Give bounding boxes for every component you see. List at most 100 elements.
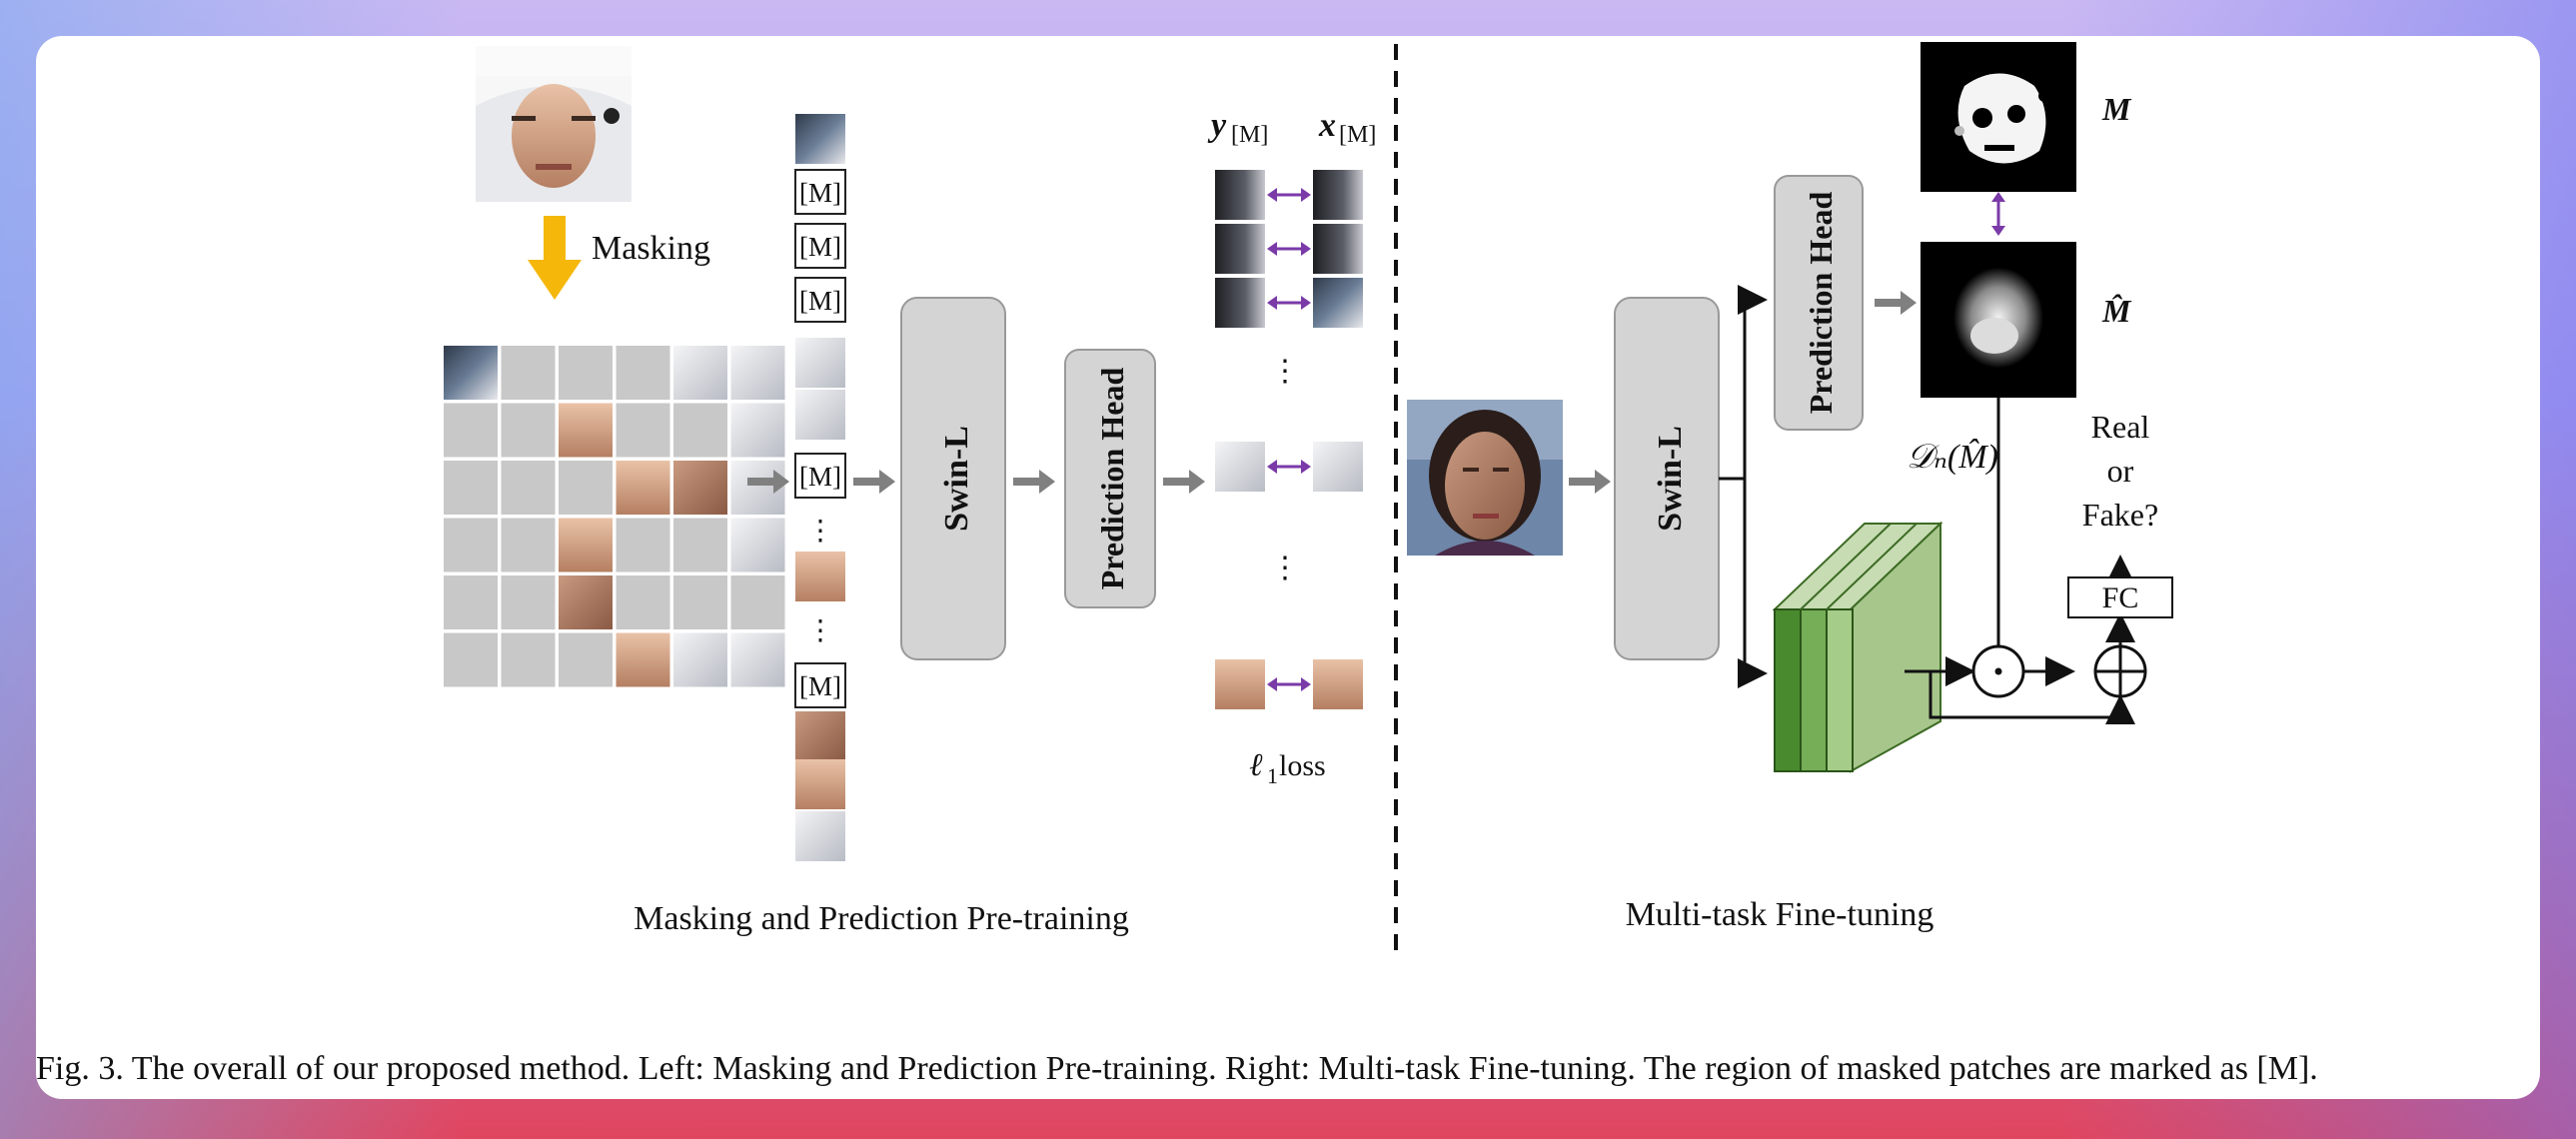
image-patch: [795, 811, 845, 861]
masked-patch: [616, 518, 670, 572]
masking-label: Masking: [592, 230, 710, 267]
target-patch: [1313, 278, 1363, 328]
arrow-swin-to-head: [1013, 470, 1055, 494]
swin-l-label-pretrain: Swin-L: [938, 426, 975, 532]
ground-truth-mask-image: [1921, 42, 2076, 192]
mask-comparison-arrow: [1991, 192, 2005, 236]
visible-patch: [559, 518, 613, 572]
swin-l-label-finetune: Swin-L: [1652, 426, 1689, 532]
masked-patch: [616, 346, 670, 400]
svg-text:y: y: [1207, 107, 1227, 144]
visible-patch: [673, 632, 727, 687]
svg-text:loss: loss: [1279, 749, 1326, 782]
left-section-title: Masking and Prediction Pre-training: [634, 900, 1129, 937]
mask-token-box: [M]: [794, 169, 846, 215]
svg-text:Real: Real: [2091, 409, 2150, 445]
real-or-fake-label: Real or Fake?: [2082, 409, 2158, 533]
prediction-head-label-pretrain: Prediction Head: [1094, 368, 1130, 590]
predicted-patch: [1215, 278, 1265, 328]
masked-patch: [444, 632, 498, 687]
figure-card: Masking [M] [M] [M] [M] ⋮ ⋮ [M] Swin-L Predict…: [36, 36, 2540, 1099]
arrow-column-to-swin: [853, 470, 895, 494]
patch-sequence-column: [M][M][M][M]⋮⋮[M]: [794, 114, 846, 861]
visible-patch: [616, 461, 670, 515]
prediction-head-label-finetune: Prediction Head: [1803, 192, 1839, 415]
masked-patch: [501, 518, 556, 572]
pairs-ellipsis-1: ⋮: [1270, 355, 1300, 388]
masked-patch: [444, 461, 498, 515]
masked-patch: [444, 403, 498, 458]
figure-caption: Fig. 3. The overall of our proposed meth…: [36, 1050, 2318, 1087]
masked-patch: [616, 403, 670, 458]
mask-token-box: [M]: [794, 223, 846, 269]
masked-patch: [559, 346, 613, 400]
prediction-head-finetune: Prediction Head: [1774, 175, 1864, 431]
svg-text:[M]: [M]: [799, 232, 841, 262]
image-patch: [795, 711, 845, 761]
pairs-ellipsis-2: ⋮: [1270, 552, 1300, 584]
x-masked-label: x [M]: [1318, 107, 1376, 148]
y-masked-label: y [M]: [1207, 107, 1268, 148]
visible-patch: [559, 403, 613, 458]
pred-target-pair: [1215, 442, 1363, 492]
svg-text:x: x: [1318, 107, 1336, 144]
pred-target-pair: [1215, 170, 1363, 220]
masked-patch: [444, 575, 498, 629]
branch-connectors: [1719, 285, 1768, 688]
visible-patch: [673, 461, 727, 515]
column-ellipsis: ⋮: [806, 615, 834, 646]
masked-patch-grid: [444, 346, 785, 687]
target-patch: [1313, 659, 1363, 709]
masked-patch: [501, 632, 556, 687]
pred-target-pair: [1215, 278, 1363, 328]
visible-patch: [444, 346, 498, 400]
predicted-patch: [1215, 224, 1265, 274]
swin-l-block-pretrain: Swin-L: [900, 297, 1006, 660]
masked-patch: [444, 518, 498, 572]
visible-patch: [730, 403, 785, 458]
target-patch: [1313, 224, 1363, 274]
visible-patch: [730, 518, 785, 572]
masked-patch: [501, 575, 556, 629]
image-patch: [795, 552, 845, 601]
svg-text:[M]: [M]: [799, 671, 841, 701]
prediction-head-pretrain: Prediction Head: [1064, 349, 1156, 608]
arrow-grid-to-column: [747, 470, 789, 494]
masked-patch: [501, 461, 556, 515]
svg-text:[M]: [M]: [799, 462, 841, 492]
masking-arrow: [528, 216, 582, 300]
input-face-image: [476, 46, 632, 202]
predicted-mask-image: [1921, 242, 2076, 398]
visible-patch: [673, 346, 727, 400]
svg-text:or: or: [2107, 453, 2134, 489]
predicted-patch: [1215, 442, 1265, 492]
masked-patch: [559, 632, 613, 687]
arrow-head-to-mask: [1875, 291, 1917, 315]
l1-loss-label: ℓ 1 loss: [1249, 746, 1326, 788]
masked-patch: [501, 346, 556, 400]
predicted-patch: [1215, 659, 1265, 709]
pred-target-pair: [1215, 224, 1363, 274]
target-patch: [1313, 170, 1363, 220]
feature-map-block: [1772, 521, 1943, 773]
svg-text:[M]: [M]: [799, 178, 841, 208]
arrow-face-to-swin: [1569, 470, 1611, 494]
arrow-head-to-output: [1163, 470, 1205, 494]
target-patch: [1313, 442, 1363, 492]
pred-target-pair: [1215, 659, 1363, 709]
mask-token-box: [M]: [794, 662, 846, 708]
finetune-face-image: [1407, 400, 1563, 556]
svg-text:ℓ: ℓ: [1249, 746, 1263, 782]
mask-pred-label: M̂: [2101, 293, 2132, 329]
visible-patch: [616, 632, 670, 687]
svg-text:[M]: [M]: [799, 286, 841, 316]
fc-layer-box: FC: [2067, 576, 2173, 618]
visible-patch: [559, 575, 613, 629]
svg-text:[M]: [M]: [1339, 122, 1376, 148]
mask-token-box: [M]: [794, 277, 846, 323]
masked-patch: [559, 461, 613, 515]
visible-patch: [730, 632, 785, 687]
residual-add-node: [2093, 644, 2147, 698]
masked-patch: [673, 403, 727, 458]
masked-patch: [501, 403, 556, 458]
